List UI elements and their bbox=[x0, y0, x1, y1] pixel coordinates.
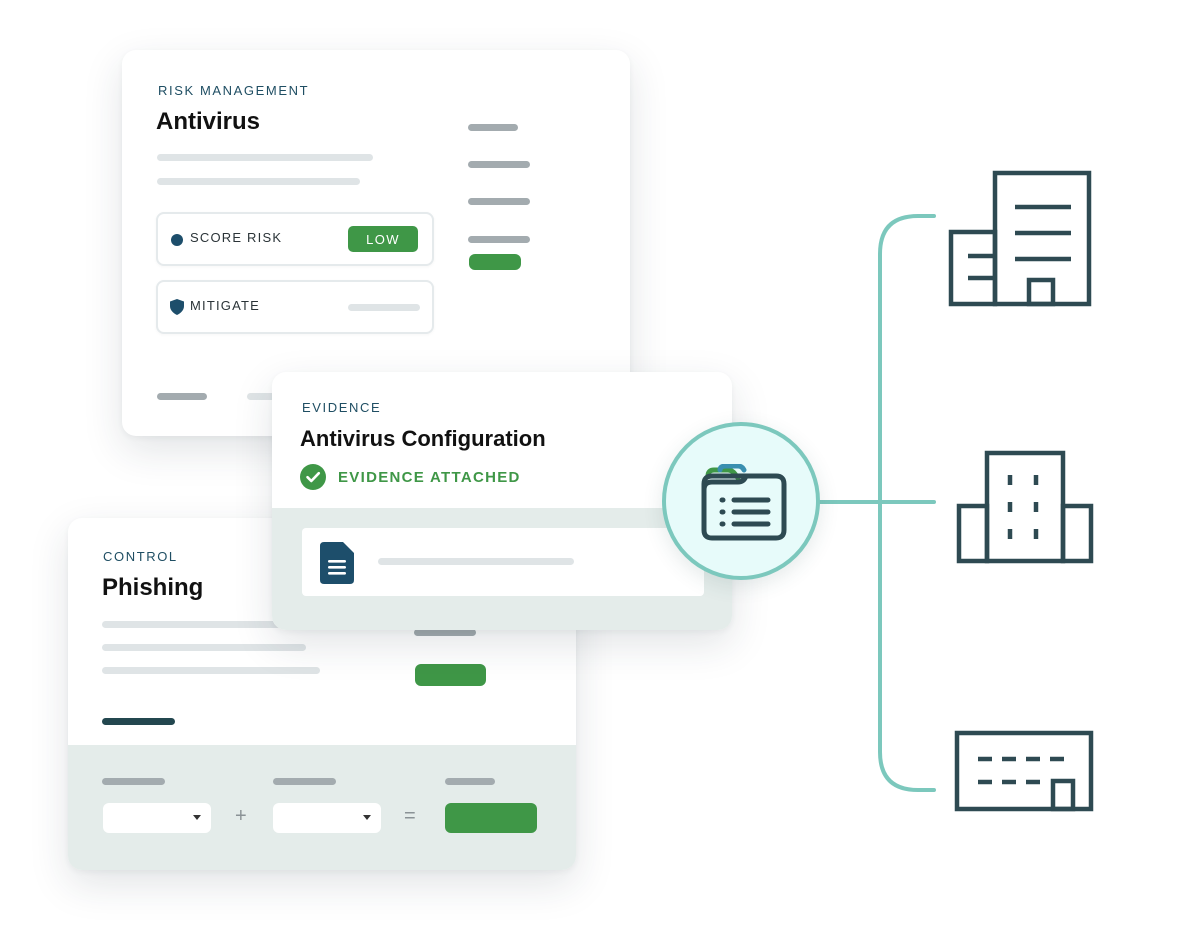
description-placeholder bbox=[102, 621, 292, 628]
evidence-card-title: Antivirus Configuration bbox=[300, 426, 546, 451]
section-divider bbox=[102, 718, 175, 725]
file-name-placeholder bbox=[378, 558, 574, 565]
score-risk-label: SCORE RISK bbox=[190, 230, 283, 245]
mitigate-label: MITIGATE bbox=[190, 298, 261, 313]
field-label-placeholder bbox=[102, 778, 165, 785]
footer-placeholder bbox=[247, 393, 277, 400]
formula-section: + = bbox=[68, 745, 576, 870]
document-icon bbox=[320, 542, 354, 584]
equals-operator: = bbox=[404, 805, 416, 827]
attached-file-row[interactable] bbox=[302, 528, 704, 596]
field-label-placeholder bbox=[445, 778, 495, 785]
control-card-eyebrow: CONTROL bbox=[103, 549, 178, 564]
office-building-icon bbox=[956, 450, 1094, 564]
check-circle-icon bbox=[300, 464, 326, 490]
description-placeholder bbox=[102, 644, 306, 651]
side-list-placeholder bbox=[468, 198, 530, 205]
chevron-down-icon bbox=[193, 815, 201, 820]
folder-list-icon bbox=[701, 464, 787, 541]
warehouse-icon bbox=[954, 730, 1094, 812]
value-placeholder bbox=[348, 304, 420, 311]
side-list-placeholder bbox=[468, 236, 530, 243]
risk-level-badge: LOW bbox=[348, 226, 418, 252]
circle-dot-icon bbox=[171, 234, 183, 246]
side-list-placeholder bbox=[468, 124, 518, 131]
risk-management-card: RISK MANAGEMENT Antivirus SCORE RISK LOW… bbox=[122, 50, 630, 436]
status-pill-placeholder bbox=[415, 664, 486, 686]
control-card-title: Phishing bbox=[102, 574, 204, 601]
risk-card-eyebrow: RISK MANAGEMENT bbox=[158, 83, 310, 98]
attachments-tray bbox=[272, 508, 732, 630]
result-badge bbox=[445, 803, 537, 833]
mitigate-row[interactable]: MITIGATE bbox=[156, 280, 434, 334]
plus-operator: + bbox=[235, 805, 247, 827]
office-tower-icon bbox=[948, 170, 1092, 307]
likelihood-select[interactable] bbox=[103, 803, 211, 833]
side-list-placeholder bbox=[414, 629, 476, 636]
field-label-placeholder bbox=[273, 778, 336, 785]
evidence-card: EVIDENCE Antivirus Configuration EVIDENC… bbox=[272, 372, 732, 630]
evidence-card-eyebrow: EVIDENCE bbox=[302, 400, 382, 415]
chevron-down-icon bbox=[363, 815, 371, 820]
footer-placeholder bbox=[157, 393, 207, 400]
impact-select[interactable] bbox=[273, 803, 381, 833]
evidence-hub-badge bbox=[662, 422, 820, 580]
shield-icon bbox=[170, 299, 184, 315]
score-risk-row[interactable]: SCORE RISK LOW bbox=[156, 212, 434, 266]
side-list-placeholder bbox=[468, 161, 530, 168]
risk-card-title: Antivirus bbox=[156, 108, 261, 135]
evidence-status: EVIDENCE ATTACHED bbox=[338, 469, 521, 486]
status-pill-placeholder bbox=[469, 254, 521, 270]
description-placeholder bbox=[102, 667, 320, 674]
description-placeholder bbox=[157, 154, 373, 161]
description-placeholder bbox=[157, 178, 360, 185]
